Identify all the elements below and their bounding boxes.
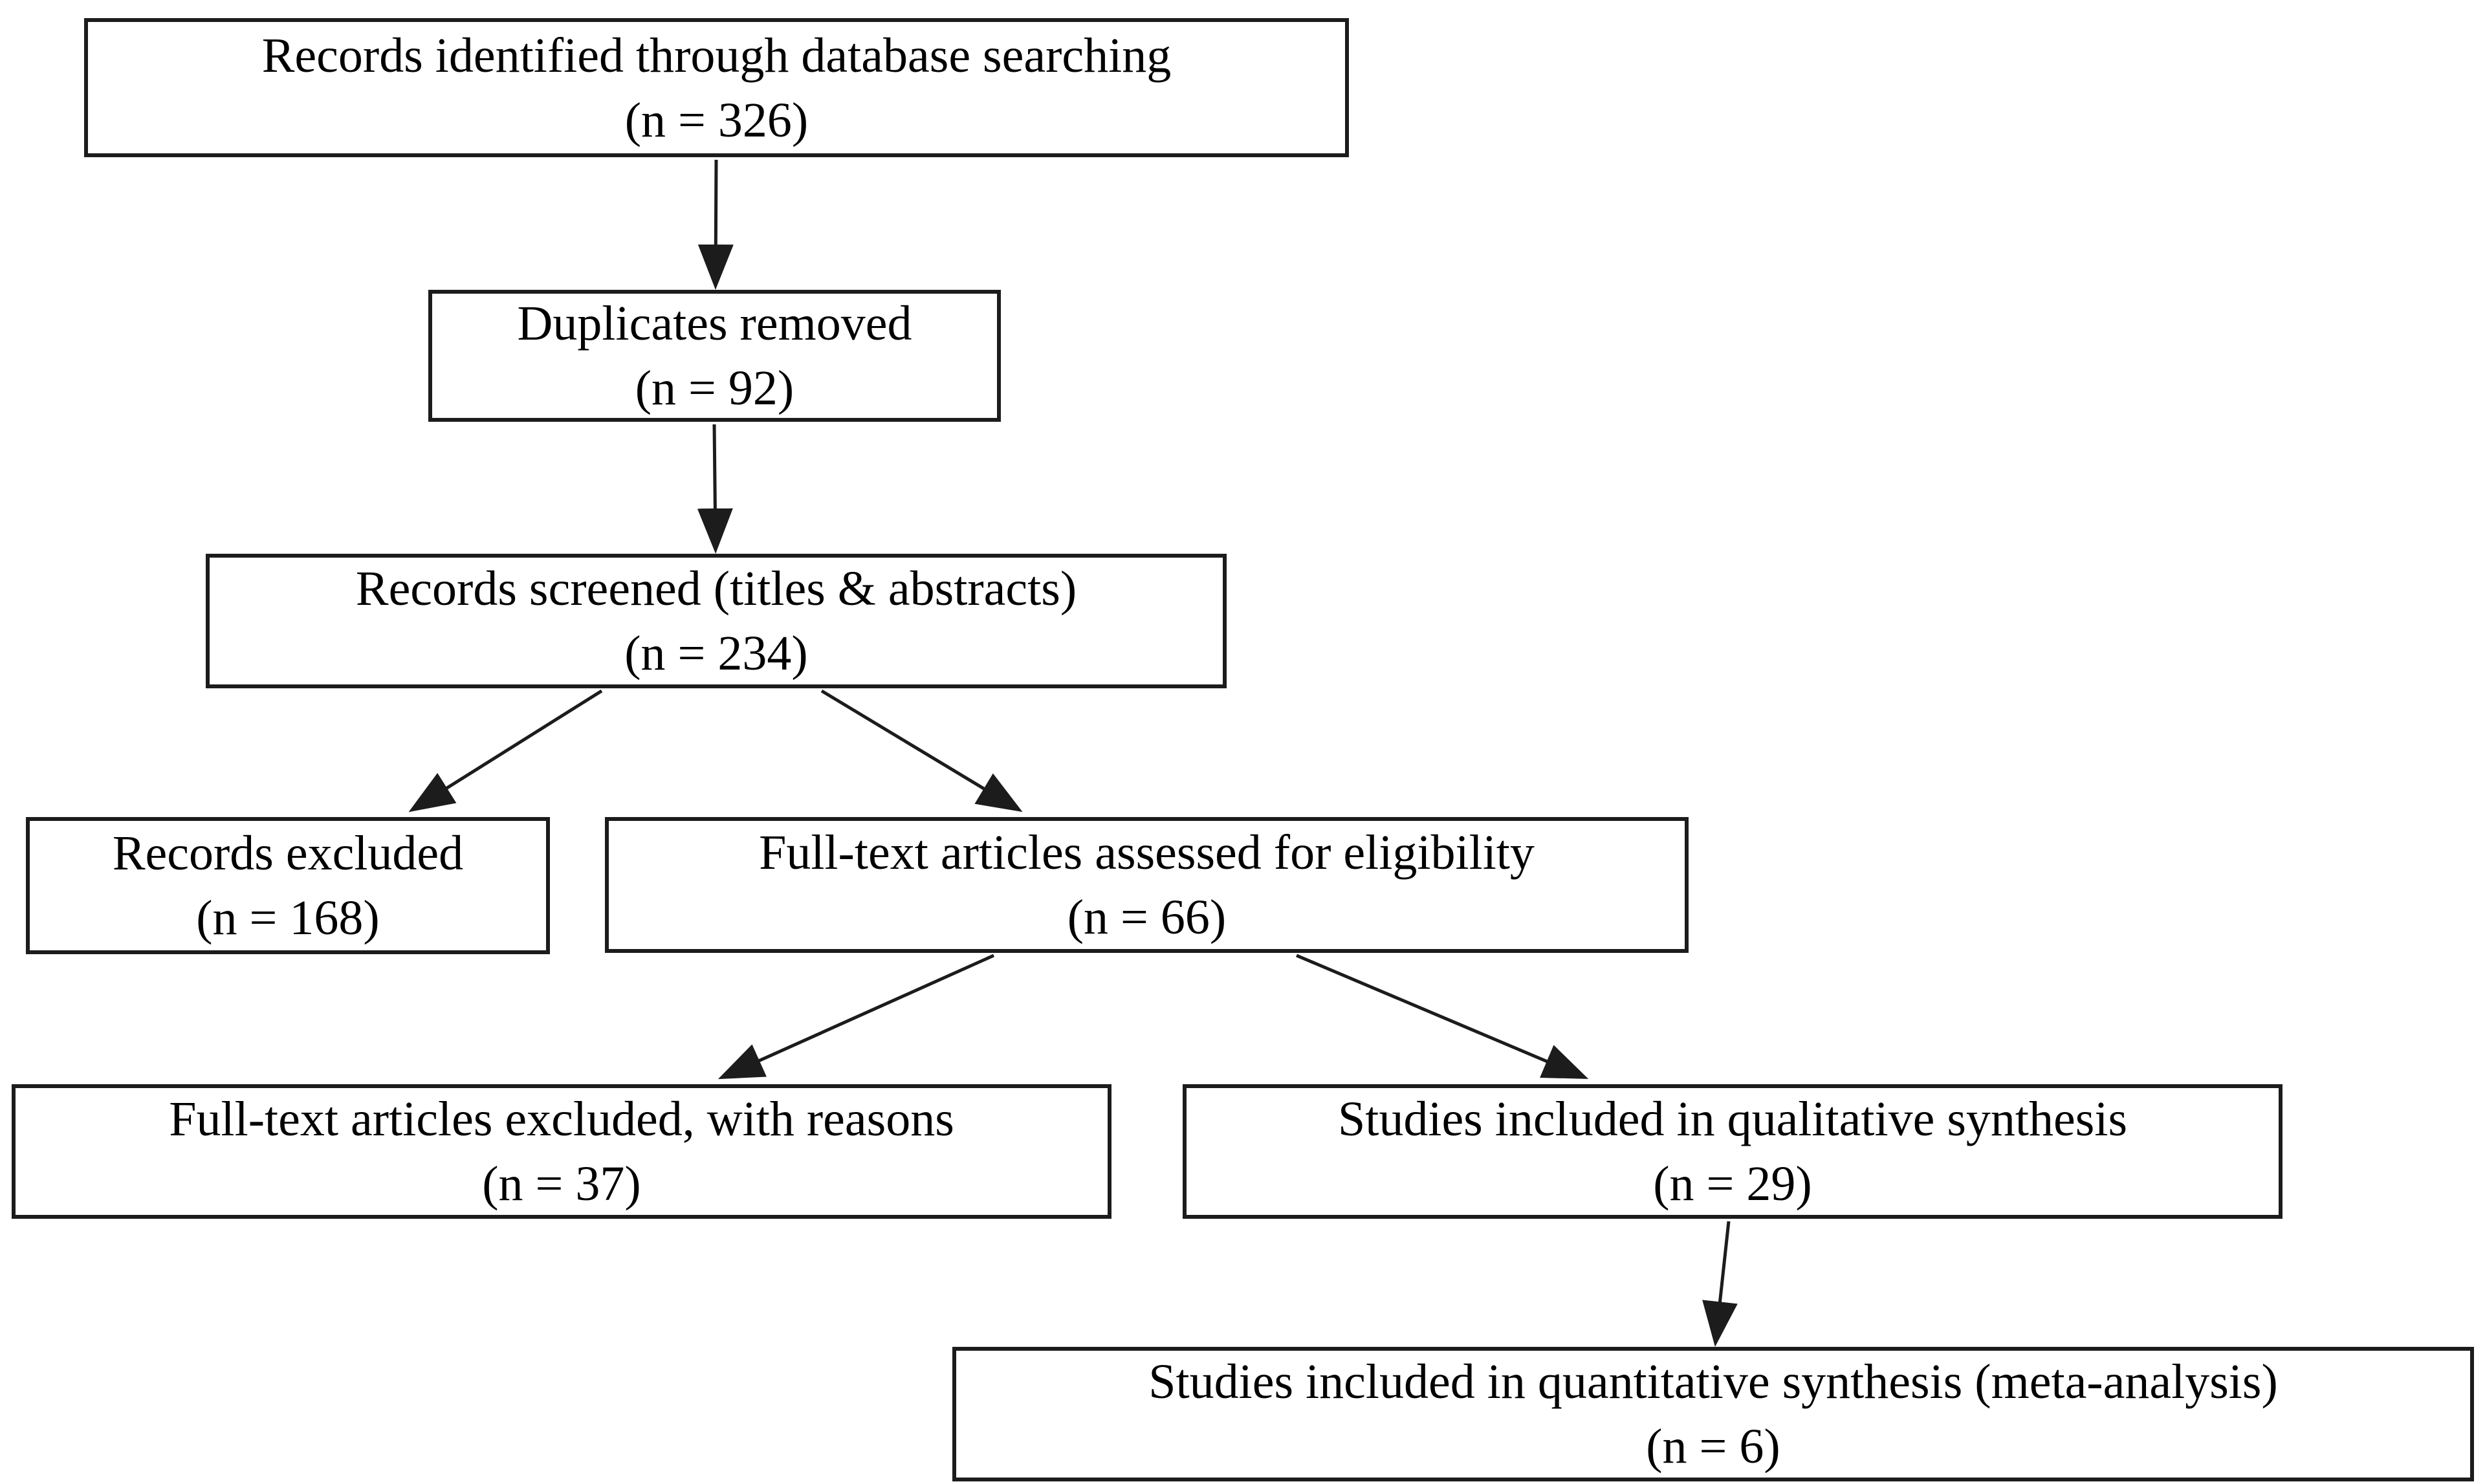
node-count: (n = 6)	[1646, 1419, 1780, 1474]
node-records-screened: Records screened (titles & abstracts) (n…	[206, 554, 1227, 688]
node-label: Records screened (titles & abstracts)	[355, 562, 1077, 616]
arrow-duplicates-to-screened	[697, 424, 733, 554]
arrow-fulltext-to-fulltext-excluded	[717, 954, 995, 1080]
node-count: (n = 66)	[1067, 890, 1227, 944]
node-records-excluded: Records excluded (n = 168)	[26, 817, 550, 954]
node-fulltext-assessed: Full-text articles assessed for eligibil…	[605, 817, 1689, 953]
node-qualitative-synthesis: Studies included in qualitative synthesi…	[1183, 1084, 2282, 1219]
arrow-screened-to-excluded	[408, 689, 603, 813]
node-count: (n = 234)	[624, 626, 808, 681]
node-label: Studies included in quantitative synthes…	[1148, 1355, 2278, 1409]
node-label: Studies included in qualitative synthesi…	[1337, 1092, 2128, 1146]
node-label: Full-text articles excluded, with reason…	[169, 1092, 954, 1146]
node-count: (n = 29)	[1653, 1157, 1812, 1211]
arrow-qualitative-to-quantitative	[1702, 1221, 1738, 1347]
node-label: Full-text articles assessed for eligibil…	[759, 825, 1535, 880]
node-count: (n = 92)	[635, 361, 794, 415]
node-count: (n = 168)	[196, 891, 380, 945]
arrow-screened-to-fulltext	[820, 689, 1023, 813]
node-count: (n = 37)	[482, 1157, 641, 1211]
node-count: (n = 326)	[624, 93, 809, 147]
node-records-identified: Records identified through database sear…	[84, 18, 1349, 157]
arrow-fulltext-to-qualitative	[1296, 954, 1589, 1079]
node-label: Records excluded	[112, 826, 464, 880]
node-quantitative-synthesis: Studies included in quantitative synthes…	[952, 1347, 2474, 1481]
node-label: Duplicates removed	[517, 296, 912, 351]
node-duplicates-removed: Duplicates removed (n = 92)	[428, 290, 1001, 422]
node-label: Records identified through database sear…	[261, 28, 1172, 83]
node-fulltext-excluded: Full-text articles excluded, with reason…	[12, 1084, 1111, 1219]
